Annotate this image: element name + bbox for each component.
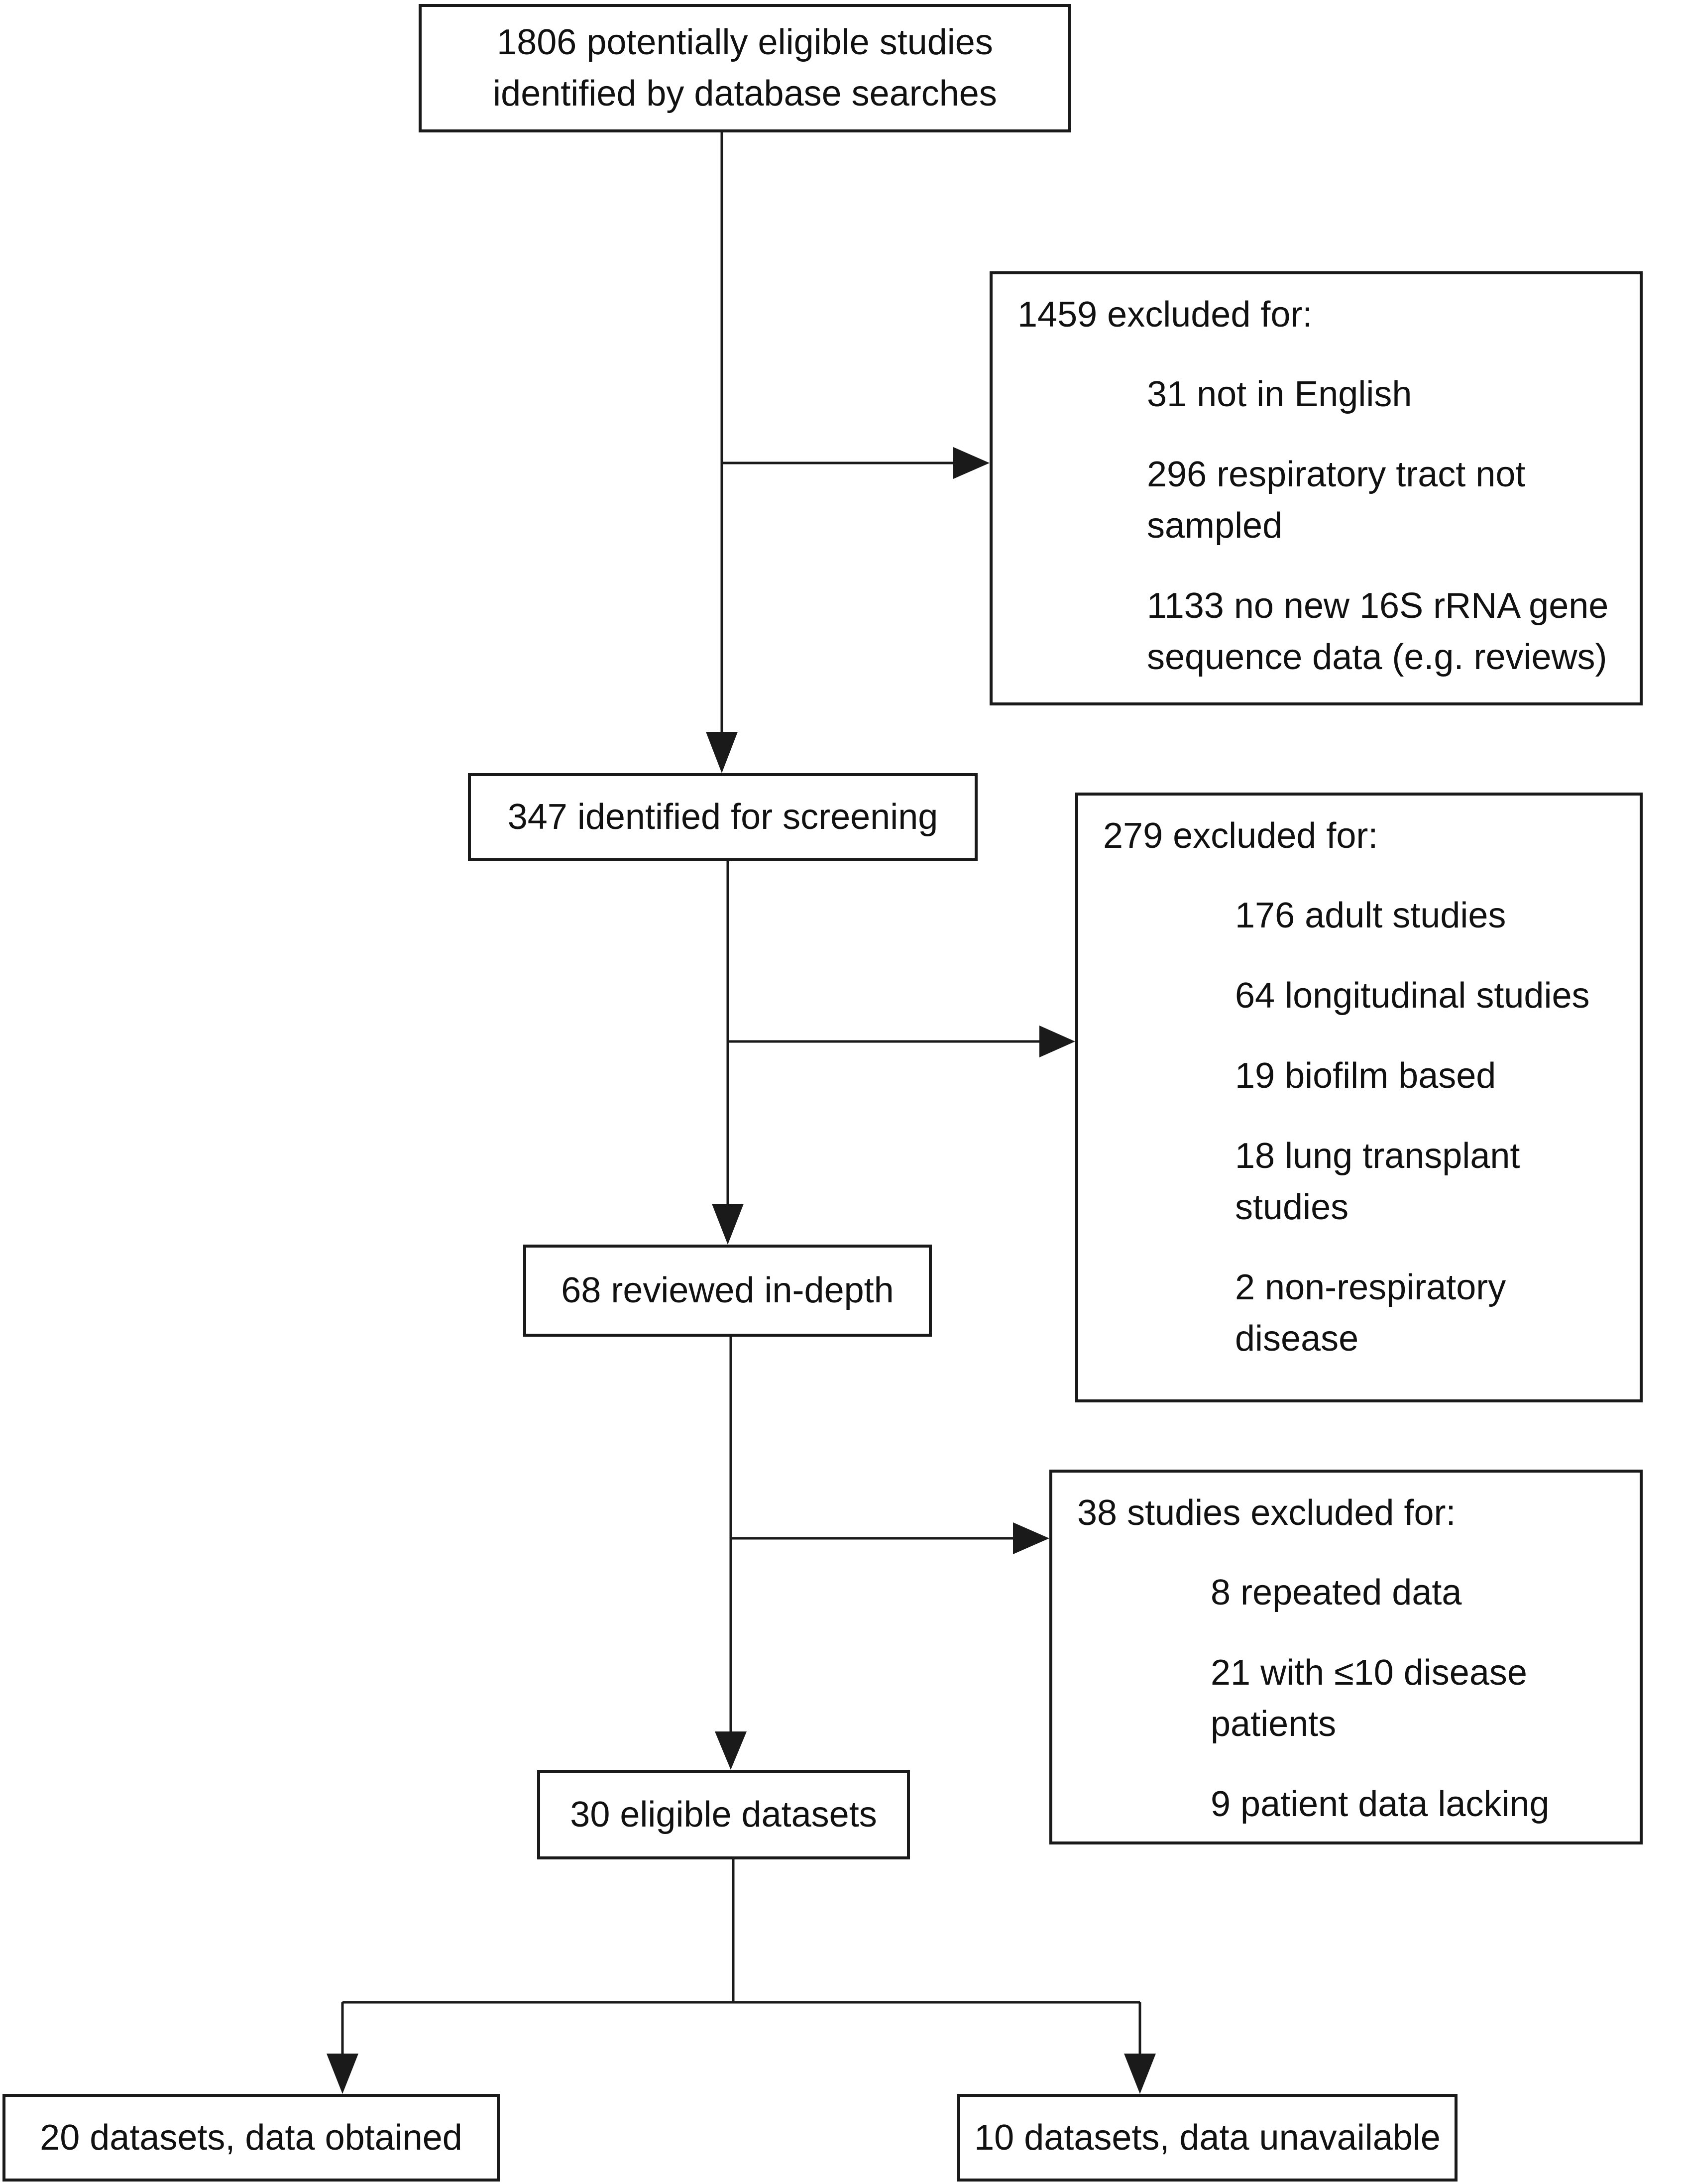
reviewed-box: 68 reviewed in-depth <box>523 1245 932 1337</box>
arrowhead-to-third-exclusion <box>1013 1522 1049 1554</box>
first-exclusion-item: 296 respiratory tract not sampled <box>1147 455 1526 546</box>
third-exclusion-box: 38 studies excluded for: 8 repeated data… <box>1049 1470 1643 1844</box>
second-exclusion-item: 19 biofilm based <box>1235 1056 1496 1096</box>
first-exclusion-item: 31 not in English <box>1147 374 1412 414</box>
identified-studies-box: 1806 potentially eligible studies identi… <box>419 4 1071 132</box>
arrowhead-to-screening <box>706 732 738 773</box>
arrowhead-to-second-exclusion <box>1039 1026 1075 1057</box>
screening-text: 347 identified for screening <box>507 797 938 837</box>
arrowhead-to-eligible <box>715 1731 747 1770</box>
data-unavailable-box: 10 datasets, data unavailable <box>957 2094 1458 2182</box>
second-exclusion-item: 2 non-respiratory disease <box>1235 1267 1506 1359</box>
screening-box: 347 identified for screening <box>468 773 978 861</box>
third-exclusion-item: 9 patient data lacking <box>1211 1784 1550 1824</box>
third-exclusion-heading: 38 studies excluded for: <box>1077 1493 1456 1533</box>
third-exclusion-item: 21 with ≤10 disease patients <box>1211 1653 1527 1744</box>
arrowhead-to-reviewed <box>712 1204 744 1245</box>
third-exclusion-item: 8 repeated data <box>1211 1573 1462 1612</box>
arrowhead-to-unavailable <box>1124 2054 1156 2094</box>
first-exclusion-heading: 1459 excluded for: <box>1017 295 1313 335</box>
first-exclusion-item: 1133 no new 16S rRNA gene sequence data … <box>1147 586 1609 677</box>
data-obtained-text: 20 datasets, data obtained <box>40 2117 462 2158</box>
second-exclusion-item: 18 lung transplant studies <box>1235 1136 1520 1227</box>
data-unavailable-text: 10 datasets, data unavailable <box>974 2117 1441 2158</box>
second-exclusion-box: 279 excluded for: 176 adult studies 64 l… <box>1075 793 1643 1402</box>
second-exclusion-item: 64 longitudinal studies <box>1235 976 1590 1016</box>
second-exclusion-item: 176 adult studies <box>1235 896 1506 935</box>
second-exclusion-heading: 279 excluded for: <box>1103 816 1378 856</box>
arrowhead-to-obtained <box>327 2054 358 2094</box>
first-exclusion-box: 1459 excluded for: 31 not in English 296… <box>990 271 1643 705</box>
data-obtained-box: 20 datasets, data obtained <box>2 2094 500 2182</box>
identified-studies-line-1: 1806 potentially eligible studies <box>497 22 993 62</box>
arrowhead-to-first-exclusion <box>953 447 990 479</box>
eligible-datasets-box: 30 eligible datasets <box>537 1770 910 1859</box>
reviewed-text: 68 reviewed in-depth <box>561 1270 894 1310</box>
eligible-datasets-text: 30 eligible datasets <box>570 1794 877 1835</box>
identified-studies-line-2: identified by database searches <box>493 74 997 114</box>
